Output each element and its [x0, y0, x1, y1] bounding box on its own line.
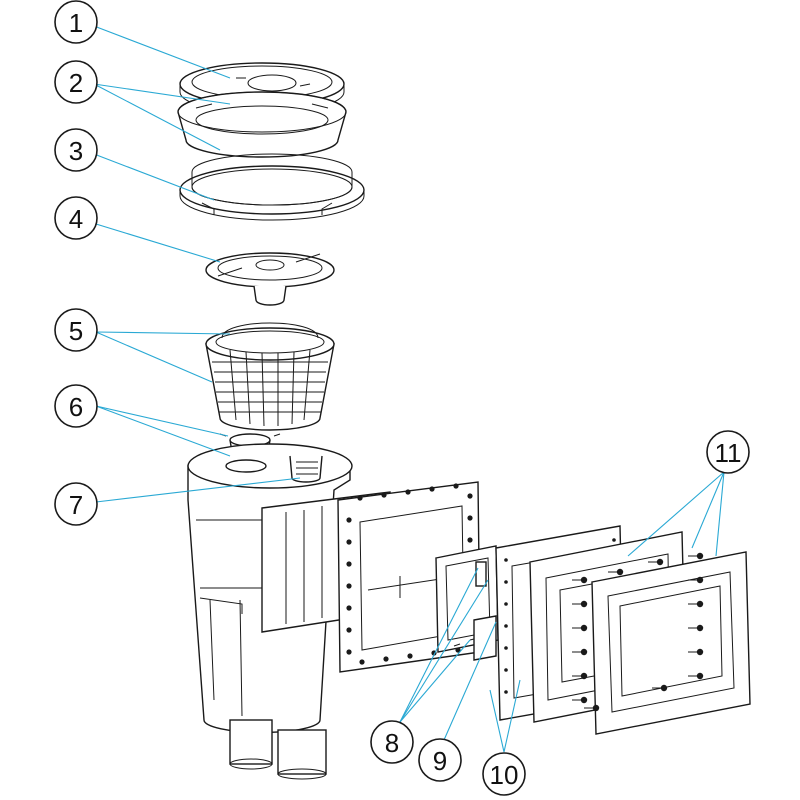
throat-screw — [346, 517, 352, 523]
leader-4 — [95, 223, 221, 263]
leader-3 — [93, 153, 215, 201]
throat-screws — [346, 483, 473, 665]
callout-7-label: 7 — [69, 490, 83, 520]
frame-screw — [572, 624, 588, 632]
callout-6: 6 — [54, 384, 98, 428]
part-basket — [205, 322, 335, 431]
faceplate-hole — [504, 646, 508, 650]
leader-6a — [95, 405, 229, 437]
throat-screw — [429, 486, 435, 492]
frame-screw — [688, 672, 704, 680]
callout-5: 5 — [54, 308, 98, 352]
faceplate-hole — [504, 602, 508, 606]
throat-screw — [346, 561, 352, 567]
frame-screw — [572, 672, 588, 680]
throat-screw — [467, 493, 473, 499]
faceplate-hole — [612, 538, 616, 542]
throat-screw — [405, 489, 411, 495]
callout-2-label: 2 — [69, 68, 83, 98]
callout-4: 4 — [54, 196, 98, 240]
leader-2b — [93, 83, 221, 151]
callout-1: 1 — [54, 0, 98, 44]
faceplate-hole — [504, 558, 508, 562]
leader-8a — [399, 567, 479, 723]
throat-screw — [359, 659, 365, 665]
throat-screw — [407, 653, 413, 659]
callout-9-label: 9 — [433, 746, 447, 776]
throat-screw — [467, 515, 473, 521]
leader-10b — [503, 679, 521, 753]
frame-screw — [688, 648, 704, 656]
callout-7: 7 — [54, 482, 98, 526]
throat-screw — [383, 656, 389, 662]
part-lid-ring — [177, 91, 347, 158]
frame-screws — [572, 552, 704, 712]
leader-5b — [95, 331, 213, 383]
throat-screw — [381, 492, 387, 498]
leader-8c — [399, 639, 471, 723]
throat-screw — [357, 495, 363, 501]
leader-9 — [443, 621, 497, 741]
throat-screw — [346, 583, 352, 589]
leader-1 — [93, 25, 231, 79]
frame-screw — [652, 684, 668, 692]
frame-screw — [584, 704, 600, 712]
frame-screw — [688, 576, 704, 584]
faceplate-hole — [504, 690, 508, 694]
frame-screw — [572, 696, 588, 704]
throat-screw — [346, 605, 352, 611]
throat-screw — [346, 627, 352, 633]
callout-8-label: 8 — [385, 728, 399, 758]
leader-7 — [95, 477, 301, 503]
throat-screw — [467, 537, 473, 543]
leader-11b — [691, 471, 725, 549]
callout-4-label: 4 — [69, 204, 83, 234]
leader-11a — [627, 471, 725, 557]
frame-screw — [572, 576, 588, 584]
frame-screw — [572, 600, 588, 608]
leader-11c — [715, 471, 725, 557]
callout-3-label: 3 — [69, 136, 83, 166]
part-gasket — [473, 615, 497, 661]
leader-5a — [95, 331, 231, 335]
callout-6-label: 6 — [69, 392, 83, 422]
leader-6b — [95, 405, 231, 457]
callout-10-label: 10 — [490, 760, 519, 790]
callout-2: 2 — [54, 60, 98, 104]
leader-8b — [399, 579, 489, 723]
callout-9: 9 — [418, 738, 462, 782]
callout-10: 10 — [482, 752, 526, 796]
frame-screw — [688, 600, 704, 608]
faceplate-hole — [504, 624, 508, 628]
part-frames — [529, 531, 751, 735]
callout-8: 8 — [370, 720, 414, 764]
throat-screw — [346, 539, 352, 545]
callout-3: 3 — [54, 128, 98, 172]
callout-11-label: 11 — [715, 438, 742, 468]
frame-screw — [688, 624, 704, 632]
throat-screw — [346, 649, 352, 655]
faceplate-hole — [504, 668, 508, 672]
frame-screw — [572, 648, 588, 656]
frame-screw — [688, 552, 704, 560]
part-collar — [179, 153, 365, 221]
frame-screw — [648, 558, 664, 566]
callout-11: 11 — [706, 430, 750, 474]
callout-5-label: 5 — [69, 316, 83, 346]
part-flap — [205, 252, 335, 306]
leader-10a — [489, 689, 505, 753]
leader-2a — [93, 83, 231, 105]
leader-lines — [93, 25, 725, 753]
frame-screw — [608, 568, 624, 576]
callout-1-label: 1 — [69, 8, 83, 38]
faceplate-hole — [504, 580, 508, 584]
throat-screw — [453, 483, 459, 489]
